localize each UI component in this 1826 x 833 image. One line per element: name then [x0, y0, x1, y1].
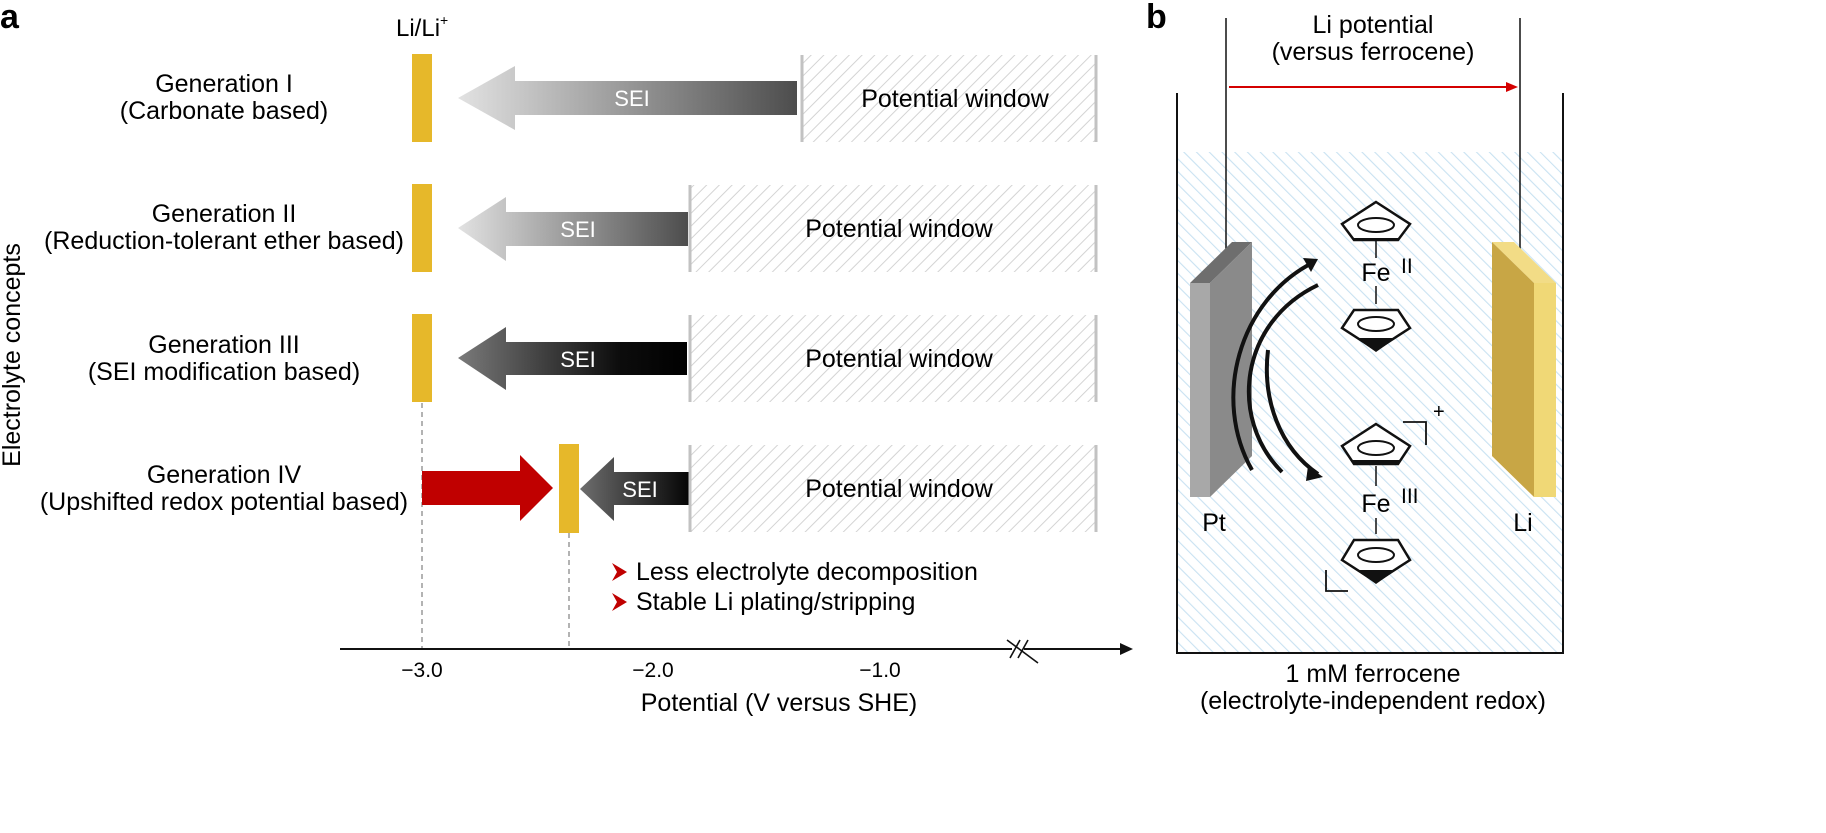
x-axis: −3.0 −2.0 −1.0 Potential (V versus SHE): [340, 639, 1133, 717]
oxidation-state-label: II: [1401, 255, 1413, 278]
chevron-right-icon: [612, 593, 627, 611]
li-potential-bar: [412, 184, 432, 272]
axis-break-slash: [1006, 639, 1039, 664]
benefit-text-2: Stable Li plating/stripping: [636, 588, 915, 616]
beaker: [1176, 93, 1564, 654]
potential-window-box: [690, 445, 1096, 532]
potential-window-label: Potential window: [805, 345, 994, 373]
arrowhead-icon: [1306, 466, 1323, 481]
panel-b: b Li potential (versus ferrocene) Pt Li: [1146, 0, 1564, 715]
sei-arrow: [458, 197, 688, 261]
ferrocene-description-label: (electrolyte-independent redox): [1200, 687, 1546, 715]
generation-2-subtitle: (Reduction-tolerant ether based): [44, 227, 404, 255]
y-axis-label: Electrolyte concepts: [0, 243, 26, 467]
fe-label: Fe: [1361, 259, 1390, 287]
generation-1-title: Generation I: [155, 70, 293, 98]
sei-label: SEI: [614, 86, 649, 111]
reduction-arrow-upper: [1246, 283, 1319, 474]
potential-window-box: [690, 315, 1096, 402]
bracket-icon: [1403, 421, 1427, 445]
potential-arrowhead: [1506, 82, 1518, 92]
x-axis-arrowhead: [1120, 643, 1133, 655]
upshift-arrow: [422, 455, 553, 521]
ferrocene-molecule: Fe II: [1340, 200, 1413, 352]
li-potential-bar: [412, 54, 432, 142]
li-potential-sublabel: (versus ferrocene): [1272, 38, 1475, 66]
sei-arrow: [580, 457, 689, 521]
charge-label: +: [1433, 401, 1445, 423]
generation-1-row: Generation I (Carbonate based) SEI Poten…: [120, 54, 1098, 142]
li-potential-label: Li potential: [1313, 11, 1434, 39]
x-tick-label: −2.0: [632, 659, 673, 682]
oxidation-state-label: III: [1401, 485, 1419, 508]
potential-window-label: Potential window: [861, 85, 1050, 113]
sei-label: SEI: [622, 477, 657, 502]
chevron-right-icon: [612, 563, 627, 581]
shifted-li-potential-bar: [559, 444, 579, 533]
li-potential-bar: [412, 314, 432, 402]
potential-window-box: [802, 55, 1096, 142]
generation-2-title: Generation II: [152, 200, 297, 228]
potential-window-box: [690, 185, 1096, 272]
potential-window-label: Potential window: [805, 475, 994, 503]
axis-break-mark: [1017, 639, 1029, 659]
panel-b-label: b: [1146, 0, 1167, 36]
sei-arrow: [458, 327, 687, 390]
oxidation-arrow: [1231, 260, 1315, 471]
li-electrode-label: Li: [1513, 509, 1532, 537]
generation-3-row: Generation III (SEI modification based) …: [88, 314, 1098, 402]
sei-label: SEI: [560, 347, 595, 372]
benefits-list: Less electrolyte decomposition Stable Li…: [612, 558, 978, 616]
x-axis-label: Potential (V versus SHE): [641, 689, 918, 717]
ferrocene-concentration-label: 1 mM ferrocene: [1285, 660, 1460, 688]
ferrocenium-molecule: Fe III +: [1325, 401, 1445, 592]
li-marker-label: Li/Li+: [396, 12, 448, 42]
potential-window-label: Potential window: [805, 215, 994, 243]
generation-4-title: Generation IV: [147, 461, 302, 489]
sei-label: SEI: [560, 217, 595, 242]
li-electrode: [1492, 242, 1556, 497]
benefit-text-1: Less electrolyte decomposition: [636, 558, 978, 586]
axis-break-mark: [1009, 639, 1021, 659]
generation-2-row: Generation II (Reduction-tolerant ether …: [44, 184, 1098, 272]
arrowhead-icon: [1303, 258, 1318, 272]
x-tick-label: −3.0: [401, 659, 442, 682]
bracket-icon: [1325, 570, 1348, 592]
benefit-item-2: Stable Li plating/stripping: [612, 588, 915, 616]
generation-4-subtitle: (Upshifted redox potential based): [40, 488, 408, 516]
pt-electrode-label: Pt: [1202, 509, 1226, 537]
x-tick-label: −1.0: [859, 659, 900, 682]
generation-3-title: Generation III: [148, 331, 299, 359]
pt-electrode: [1190, 242, 1252, 497]
sei-arrow: [458, 66, 797, 130]
fe-label: Fe: [1361, 490, 1390, 518]
panel-a-label: a: [0, 0, 20, 36]
reduction-arrow: [1264, 349, 1320, 476]
generation-4-row: Generation IV (Upshifted redox potential…: [40, 444, 1098, 533]
generation-3-subtitle: (SEI modification based): [88, 358, 360, 386]
benefit-item-1: Less electrolyte decomposition: [612, 558, 978, 586]
generation-1-subtitle: (Carbonate based): [120, 97, 328, 125]
panel-a: a Electrolyte concepts Li/Li+ Generation…: [0, 0, 1133, 717]
